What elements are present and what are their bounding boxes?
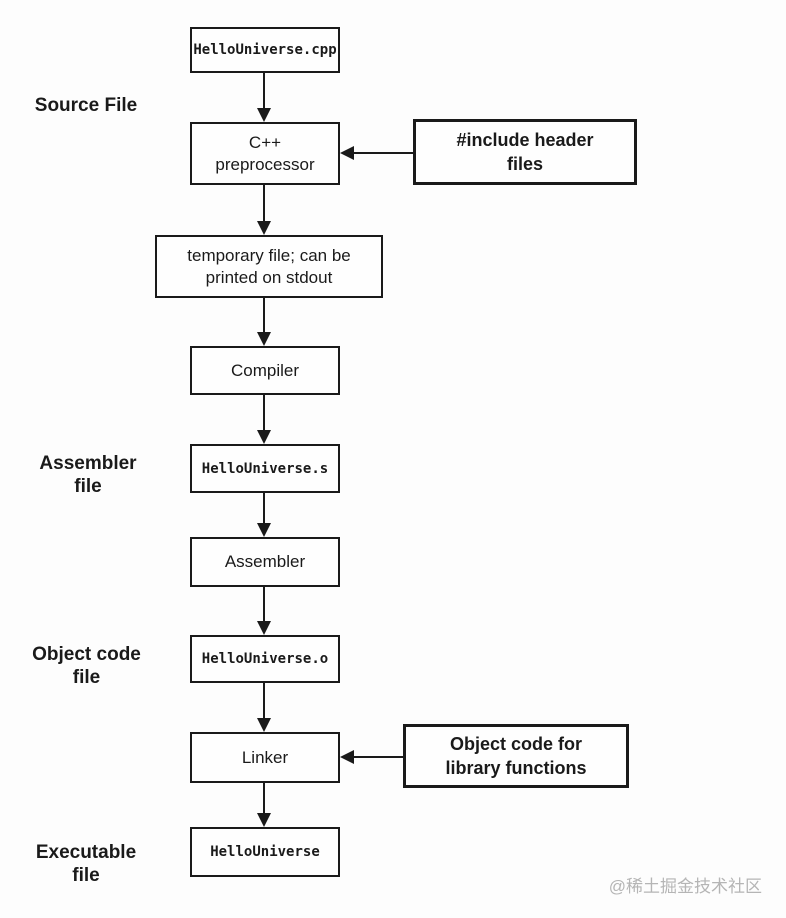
node-object-lib: Object code for library functions bbox=[403, 724, 629, 788]
arrow-head-down-icon bbox=[257, 221, 271, 235]
node-include-headers: #include header files bbox=[413, 119, 637, 185]
arrow-head-down-icon bbox=[257, 813, 271, 827]
node-temporary-file: temporary file; can be printed on stdout bbox=[155, 235, 383, 298]
arrow-tempfile-to-compiler bbox=[257, 298, 271, 346]
arrow-assembler-to-objectfile bbox=[257, 587, 271, 635]
label-executable-file: Executable file bbox=[35, 842, 137, 886]
node-source-file: HelloUniverse.cpp bbox=[190, 27, 340, 73]
arrow-head-down-icon bbox=[257, 108, 271, 122]
arrow-head-left-icon bbox=[340, 146, 354, 160]
node-object-file: HelloUniverse.o bbox=[190, 635, 340, 683]
arrow-shaft bbox=[263, 493, 265, 524]
arrow-shaft bbox=[263, 395, 265, 431]
arrow-linker-to-executable bbox=[257, 783, 271, 827]
label-assembler-file: Assembler file bbox=[39, 453, 137, 497]
arrow-objectlib-to-linker bbox=[340, 750, 403, 764]
arrow-source-to-preprocessor bbox=[257, 73, 271, 122]
arrow-head-down-icon bbox=[257, 718, 271, 732]
node-preprocessor: C++ preprocessor bbox=[190, 122, 340, 185]
node-compiler: Compiler bbox=[190, 346, 340, 395]
arrow-shaft bbox=[263, 73, 265, 109]
arrow-headers-to-preprocessor bbox=[340, 146, 413, 160]
node-assembler-file: HelloUniverse.s bbox=[190, 444, 340, 493]
arrow-shaft bbox=[263, 298, 265, 333]
label-object-code-file: Object code file bbox=[32, 644, 141, 688]
arrow-compiler-to-assemblerfile bbox=[257, 395, 271, 444]
arrow-assemblerfile-to-assembler bbox=[257, 493, 271, 537]
arrow-shaft bbox=[353, 152, 413, 154]
node-linker: Linker bbox=[190, 732, 340, 783]
arrow-head-down-icon bbox=[257, 523, 271, 537]
arrow-shaft bbox=[353, 756, 403, 758]
watermark: @稀土掘金技术社区 bbox=[608, 877, 762, 896]
node-assembler: Assembler bbox=[190, 537, 340, 587]
arrow-head-down-icon bbox=[257, 332, 271, 346]
arrow-shaft bbox=[263, 683, 265, 719]
arrow-head-left-icon bbox=[340, 750, 354, 764]
arrow-head-down-icon bbox=[257, 430, 271, 444]
arrow-shaft bbox=[263, 783, 265, 814]
arrow-preprocessor-to-tempfile bbox=[257, 185, 271, 235]
label-source-file: Source File bbox=[34, 95, 138, 116]
arrow-shaft bbox=[263, 185, 265, 222]
arrow-shaft bbox=[263, 587, 265, 622]
node-executable: HelloUniverse bbox=[190, 827, 340, 877]
arrow-objectfile-to-linker bbox=[257, 683, 271, 732]
arrow-head-down-icon bbox=[257, 621, 271, 635]
